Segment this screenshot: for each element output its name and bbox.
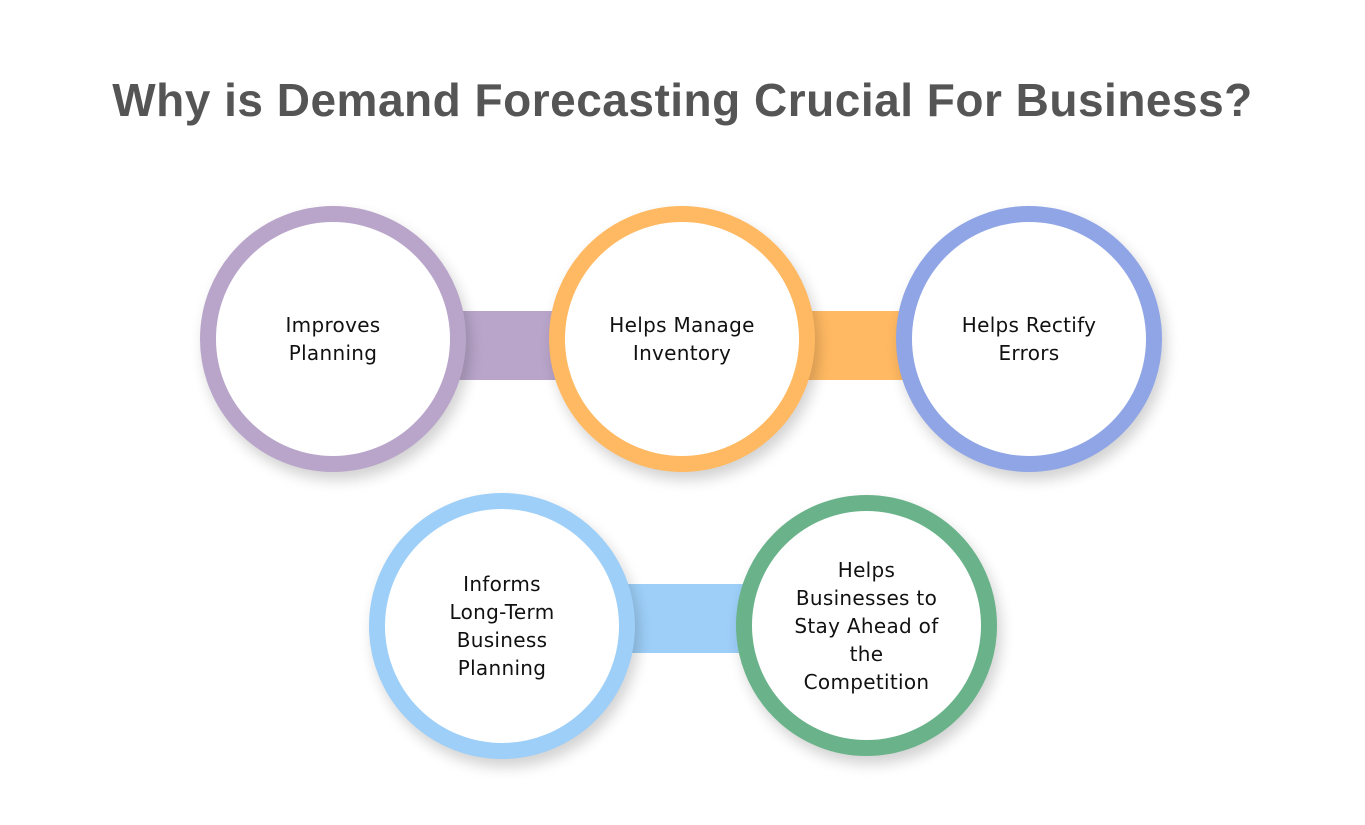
node-label: Helps Manage Inventory bbox=[609, 313, 755, 365]
node-stay-ahead-of-competition: Helps Businesses to Stay Ahead of the Co… bbox=[736, 495, 997, 756]
node-label: Helps Businesses to Stay Ahead of the Co… bbox=[794, 557, 939, 694]
node-label: Helps Rectify Errors bbox=[961, 313, 1097, 365]
page-title: Why is Demand Forecasting Crucial For Bu… bbox=[112, 74, 1253, 126]
node-informs-long-term-planning: Informs Long-Term Business Planning bbox=[369, 493, 635, 759]
connector-planning-to-inventory bbox=[455, 311, 565, 380]
node-improves-planning: Improves Planning bbox=[200, 206, 466, 472]
node-label: Improves Planning bbox=[285, 313, 381, 365]
node-label: Informs Long-Term Business Planning bbox=[449, 572, 555, 680]
node-helps-rectify-errors: Helps Rectify Errors bbox=[896, 206, 1162, 472]
connector-longterm-to-competition bbox=[620, 584, 750, 653]
connector-inventory-to-errors bbox=[800, 311, 910, 380]
node-helps-manage-inventory: Helps Manage Inventory bbox=[549, 206, 815, 472]
